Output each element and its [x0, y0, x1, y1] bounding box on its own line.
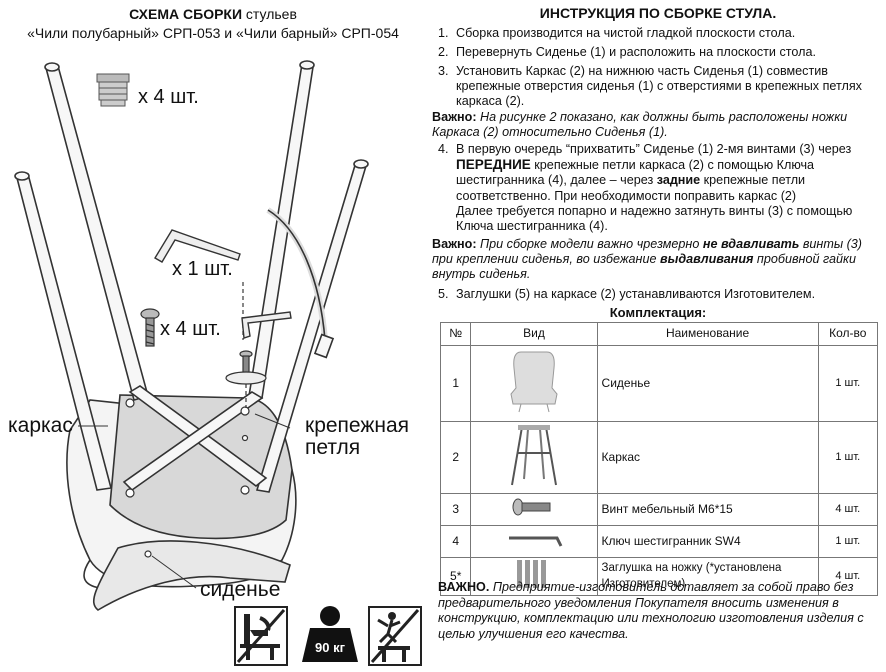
kit-header-name: Наименование: [596, 322, 819, 346]
plug-icon: [96, 73, 130, 107]
kit-row: 5* Заглушка на ножку (*установлена Изгот…: [439, 557, 879, 596]
label-frame: каркас: [8, 414, 73, 437]
kit-title: Комплектация:: [609, 305, 707, 320]
kit-table: № Вид Наименование Кол-во 1 Сиденье 1 шт…: [439, 322, 879, 596]
key-quantity: x 1 шт.: [172, 258, 233, 280]
frame-thumbnail-icon: [470, 421, 598, 494]
kit-row: 4 Ключ шестигранник SW4 1 шт.: [439, 525, 879, 558]
no-stand-icon: [368, 606, 422, 666]
seat-thumbnail-icon: [470, 345, 598, 422]
kit-header-view: Вид: [470, 322, 598, 346]
weight-label: 90 кг: [315, 640, 345, 655]
diagram-title: СХЕМА СБОРКИ стульев: [129, 6, 297, 22]
kit-row: 2 Каркас 1 шт.: [439, 421, 879, 494]
seat-shape: [66, 394, 297, 611]
hex-key-icon: [154, 229, 292, 340]
label-loop-line1: крепежная: [305, 414, 410, 437]
kit-header-qty: Кол-во: [817, 322, 879, 346]
note-2: Важно: При сборке модели важно чрезмерно…: [432, 237, 862, 282]
plug-thumbnail-icon: [470, 557, 598, 596]
screw-thumbnail-icon: [470, 493, 598, 526]
manufacturer-warning: ВАЖНО. Предприятие-изготовитель оставляе…: [438, 580, 864, 641]
kit-row: 3 Винт мебельный М6*15 4 шт.: [439, 493, 879, 526]
screw-icon: [140, 308, 160, 347]
hex-key-thumbnail-icon: [470, 525, 598, 558]
label-loop-line2: петля: [305, 436, 361, 459]
no-kneel-icon: [234, 606, 288, 666]
assembly-drawing: [14, 60, 369, 611]
kit-row: 1 Сиденье 1 шт.: [439, 345, 879, 422]
kit-header-row: № Вид Наименование Кол-во: [439, 322, 879, 346]
kit-header-num: №: [439, 322, 472, 346]
plug-quantity: x 4 шт.: [138, 86, 199, 108]
screw-quantity: x 4 шт.: [160, 318, 221, 340]
weight-limit-icon: 90 кг: [300, 604, 360, 662]
frame-cross: [122, 207, 335, 492]
diagram-subtitle: «Чили полубарный» СРП-053 и «Чили барный…: [27, 25, 399, 41]
label-seat: сиденье: [200, 578, 281, 601]
instructions-title: ИНСТРУКЦИЯ ПО СБОРКЕ СТУЛА.: [539, 5, 777, 21]
note-1: Важно: На рисунке 2 показано, как должны…: [432, 110, 848, 140]
